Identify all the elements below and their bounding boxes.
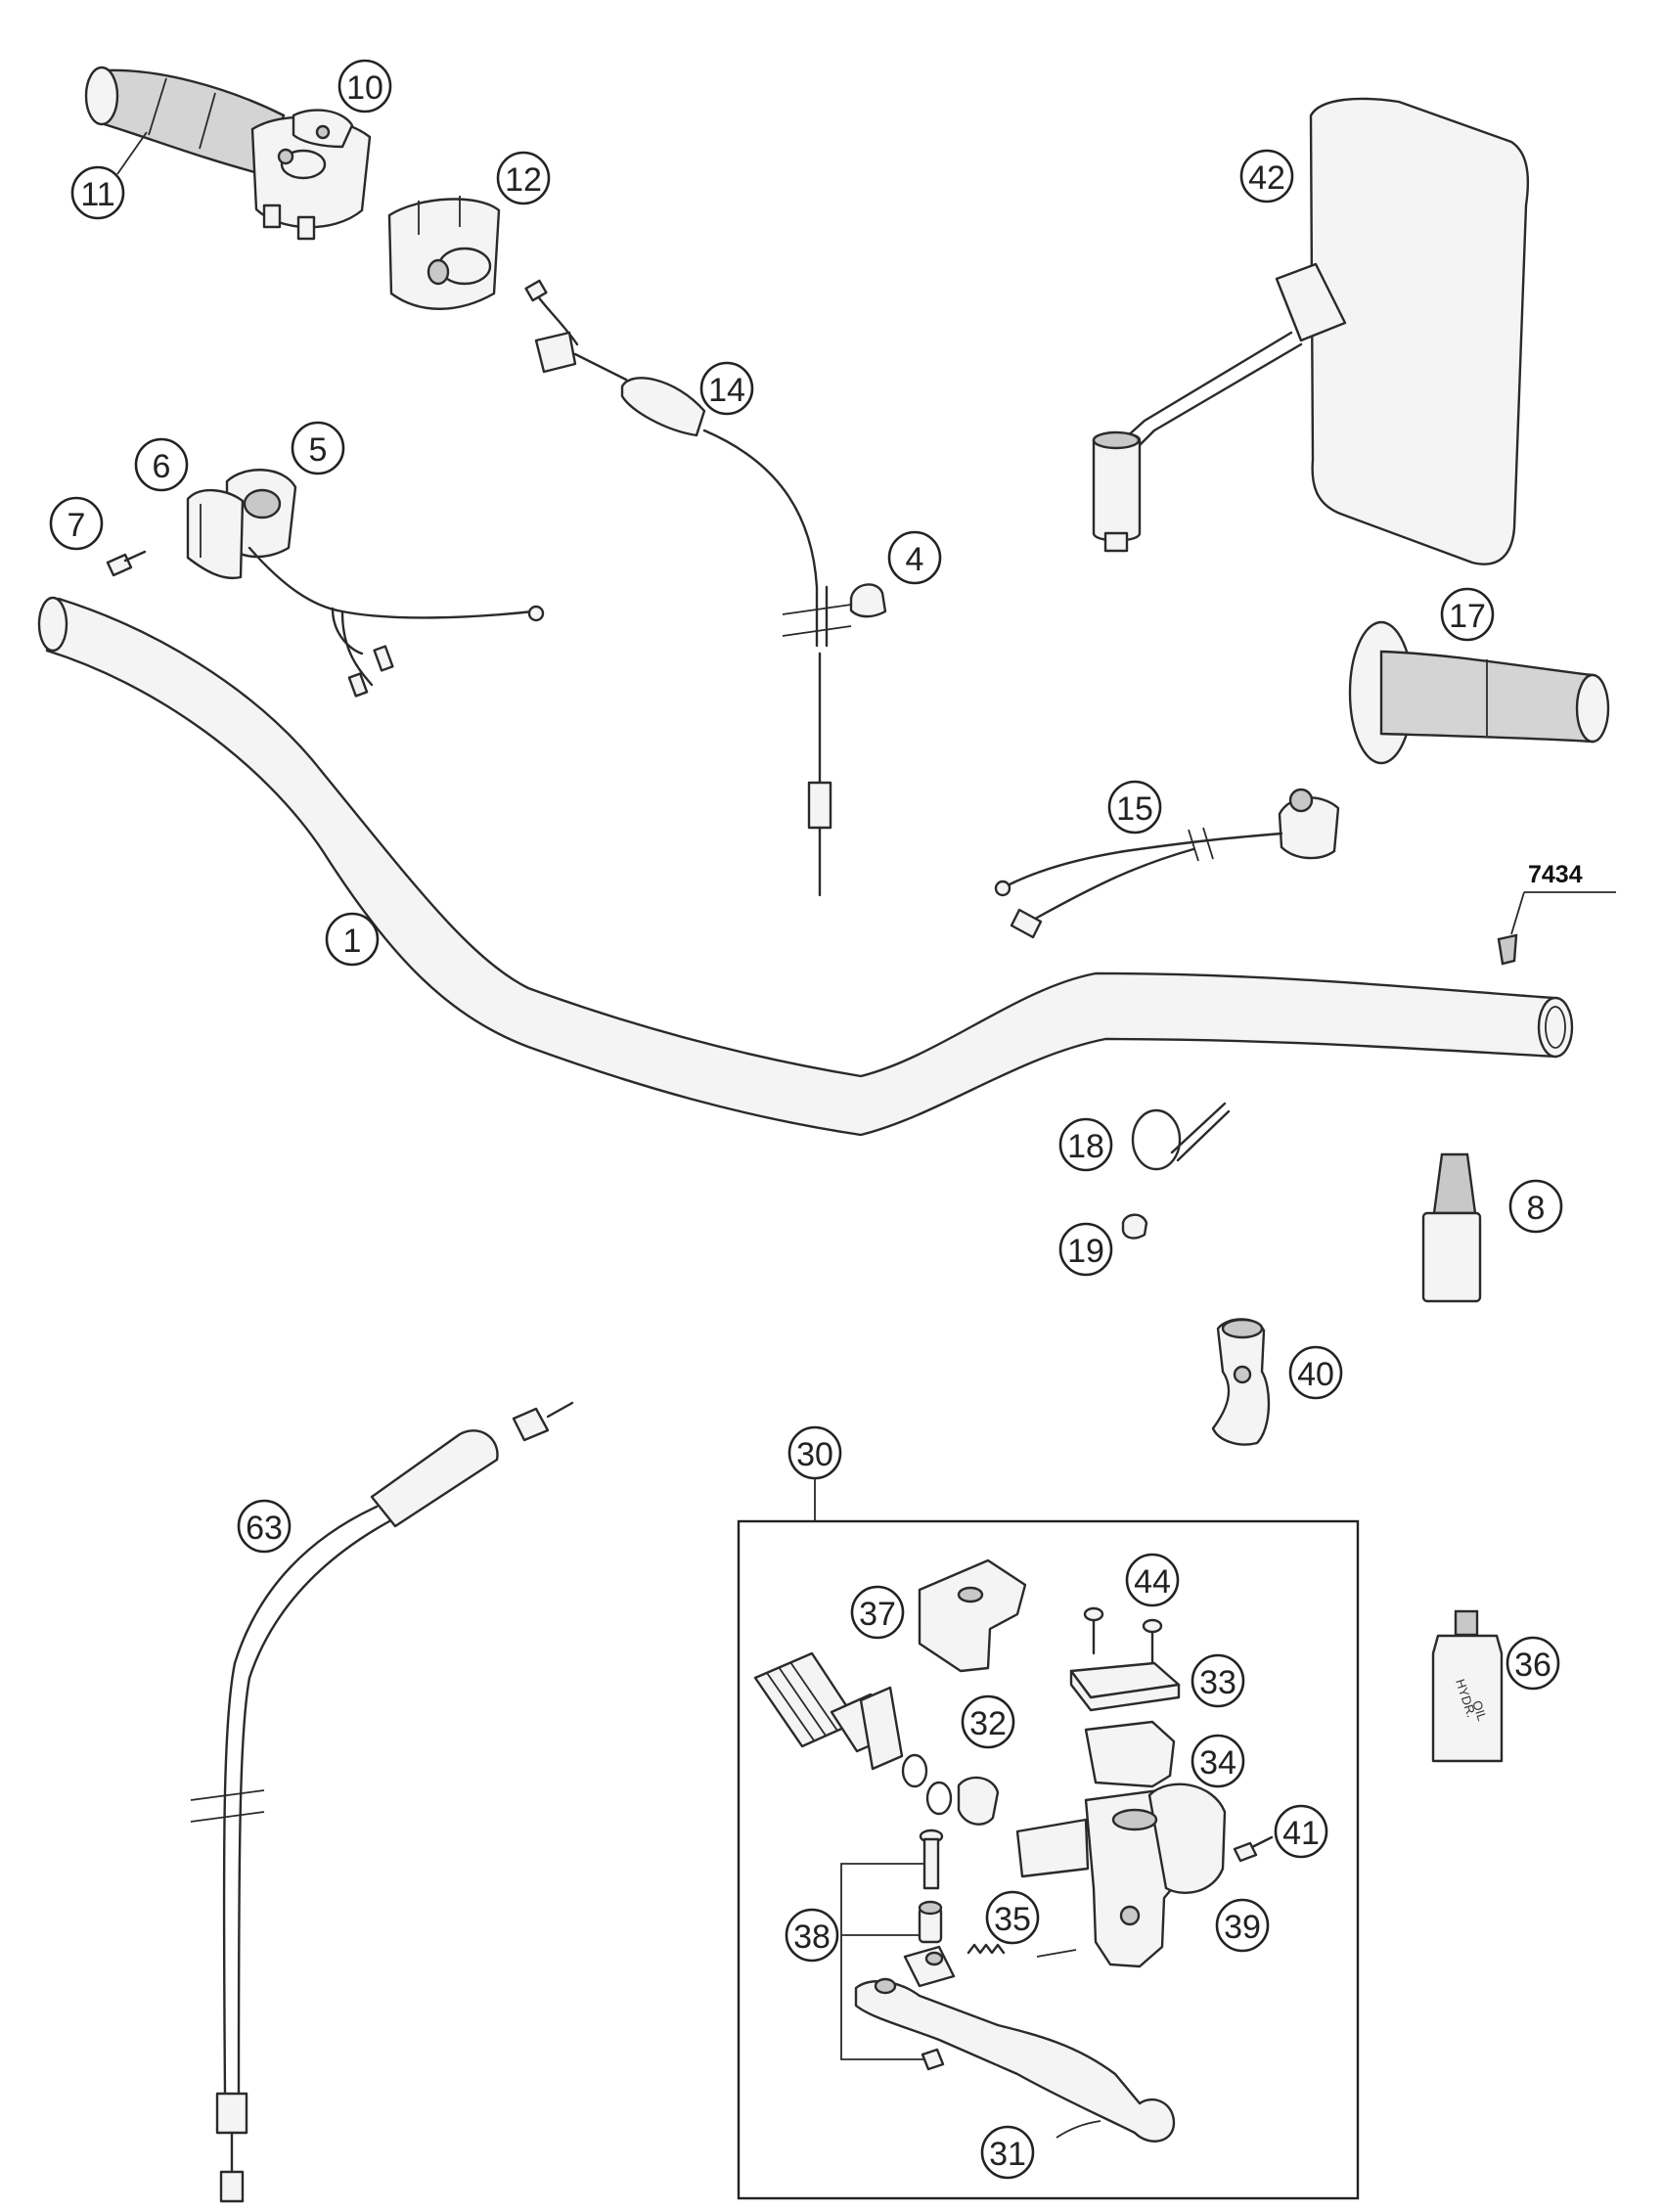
svg-text:10: 10 [346, 69, 383, 107]
reservoir-cover [1069, 1661, 1181, 1712]
svg-text:33: 33 [1199, 1664, 1236, 1701]
svg-text:8: 8 [1527, 1190, 1546, 1227]
nut [1121, 1213, 1148, 1240]
svg-text:34: 34 [1199, 1744, 1236, 1782]
svg-text:36: 36 [1514, 1647, 1551, 1684]
callout-5: 5 [291, 421, 345, 475]
svg-text:42: 42 [1248, 159, 1285, 197]
callout-38: 38 [785, 1908, 839, 1963]
callout-1: 1 [325, 912, 380, 967]
brake-switch-cable [190, 1401, 574, 2203]
callout-34: 34 [1191, 1734, 1245, 1788]
callout-11: 11 [70, 165, 125, 220]
handlebar [37, 596, 1574, 1137]
throttle-cover [387, 196, 501, 310]
svg-text:39: 39 [1224, 1909, 1261, 1946]
svg-text:12: 12 [505, 161, 542, 199]
svg-text:37: 37 [859, 1596, 896, 1633]
cable-end-cap [849, 583, 887, 618]
throttle-cable [524, 279, 852, 897]
callout-63: 63 [237, 1499, 292, 1554]
clamp-screw [1233, 1835, 1274, 1863]
clamp-half [186, 488, 245, 580]
svg-text:30: 30 [796, 1436, 833, 1473]
switch-wiring [247, 546, 545, 698]
callout-41: 41 [1274, 1804, 1328, 1859]
bar-end-plug [1497, 891, 1616, 966]
callout-leader-38 [840, 1863, 924, 2060]
callout-leaders [116, 131, 1077, 1958]
svg-text:18: 18 [1067, 1128, 1104, 1165]
svg-text:44: 44 [1134, 1563, 1171, 1601]
svg-text:7: 7 [67, 507, 86, 544]
callout-19: 19 [1058, 1222, 1113, 1277]
pivot-bushing [918, 1900, 943, 1944]
callout-14: 14 [699, 361, 754, 416]
reservoir-bracket [918, 1558, 1027, 1673]
mirror [1092, 97, 1530, 565]
callout-32: 32 [961, 1694, 1015, 1749]
callout-8: 8 [1508, 1179, 1563, 1234]
callout-18: 18 [1058, 1117, 1113, 1172]
svg-text:32: 32 [969, 1705, 1007, 1742]
svg-text:15: 15 [1116, 790, 1153, 828]
svg-text:19: 19 [1067, 1233, 1104, 1270]
svg-text:1: 1 [343, 923, 362, 960]
callout-6: 6 [134, 437, 189, 492]
callout-33: 33 [1191, 1653, 1245, 1708]
callout-35: 35 [985, 1890, 1040, 1945]
svg-text:11: 11 [80, 176, 114, 213]
callout-31: 31 [980, 2125, 1035, 2180]
callout-40: 40 [1288, 1345, 1343, 1400]
svg-text:35: 35 [994, 1901, 1031, 1938]
svg-text:4: 4 [906, 541, 924, 578]
throttle-housing [250, 109, 372, 241]
svg-text:31: 31 [989, 2136, 1026, 2173]
callout-36: 36 [1506, 1636, 1560, 1691]
thread-locker-tube [1421, 1152, 1482, 1303]
cover-screws [1083, 1606, 1163, 1667]
diaphragm [1084, 1720, 1176, 1788]
cable-tie [1131, 1102, 1231, 1171]
master-cylinder-body [1015, 1783, 1227, 1968]
callout-17: 17 [1440, 587, 1495, 642]
mirror-clamp [1211, 1318, 1271, 1446]
callout-7: 7 [49, 496, 104, 551]
callout-44: 44 [1125, 1553, 1180, 1607]
piston-seals [901, 1753, 1000, 1826]
svg-text:14: 14 [708, 372, 745, 409]
brake-lever [854, 1945, 1176, 2143]
svg-text:63: 63 [246, 1510, 283, 1547]
switch-clamp [225, 469, 297, 559]
callout-42: 42 [1239, 149, 1294, 203]
lever-spring [966, 1943, 1006, 1955]
piston-spring [753, 1651, 904, 1771]
bottle-label-line2: OIL [1469, 1698, 1490, 1723]
svg-text:5: 5 [309, 431, 328, 469]
brake-master-cylinder-box [737, 1519, 1360, 2200]
svg-text:6: 6 [153, 448, 171, 485]
callout-37: 37 [850, 1585, 905, 1640]
reference-code-7434: 7434 [1528, 861, 1583, 888]
left-grip [1348, 620, 1610, 765]
callout-39: 39 [1215, 1898, 1270, 1953]
callout-12: 12 [496, 151, 551, 205]
screw [106, 550, 147, 577]
pivot-nut [921, 2048, 945, 2071]
callout-10: 10 [337, 59, 392, 113]
callout-30: 30 [787, 1425, 842, 1480]
callout-4: 4 [887, 530, 942, 585]
hydraulic-oil-bottle: HYDR. OIL [1431, 1609, 1504, 1763]
svg-text:41: 41 [1282, 1815, 1320, 1852]
callout-15: 15 [1107, 780, 1162, 835]
pivot-bolt [919, 1828, 944, 1890]
svg-text:40: 40 [1297, 1356, 1334, 1393]
kill-switch [994, 788, 1340, 939]
svg-text:38: 38 [793, 1919, 831, 1956]
svg-text:17: 17 [1449, 598, 1486, 635]
